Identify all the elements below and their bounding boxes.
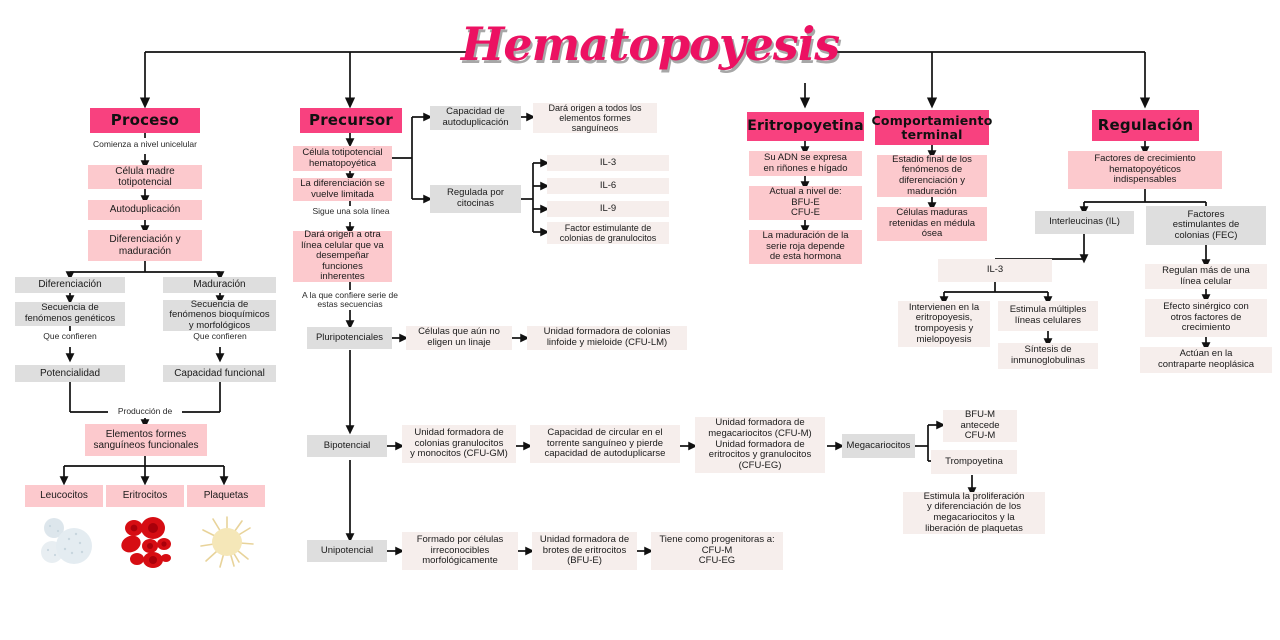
node-celulas-irreconocibles[interactable]: Formado por células irreconocibles morfo…	[402, 532, 518, 570]
node-interleucinas[interactable]: Interleucinas (IL)	[1035, 211, 1134, 234]
node-il3-regulacion[interactable]: Factores estimulantes de colonias (FEC)	[1146, 206, 1266, 245]
node-il9[interactable]: IL-9	[547, 201, 669, 217]
node-megacariocitos[interactable]: Megacariocitos	[842, 434, 915, 458]
node-pluripotenciales[interactable]: Pluripotenciales	[307, 327, 392, 349]
node-bipotencial[interactable]: Bipotencial	[307, 435, 387, 457]
edge-label-sigue-una-sola-linea: Sigue una sola línea	[296, 206, 406, 218]
node-maduracion[interactable]: Maduración	[163, 277, 276, 293]
node-unipotencial[interactable]: Unipotencial	[307, 540, 387, 562]
node-estimula-proliferacion[interactable]: Estimula la proliferación y diferenciaci…	[903, 491, 1045, 534]
node-maduracion-serie-roja[interactable]: La maduración de la serie roja depende d…	[749, 230, 862, 264]
node-diferenciacion-maduracion[interactable]: Diferenciación y maduración	[88, 230, 202, 261]
node-secuencia-bioquimicos[interactable]: Secuencia de fenómenos bioquímicos y mor…	[163, 299, 276, 331]
node-il3[interactable]: IL-3	[547, 155, 669, 171]
node-eritrocitos[interactable]: Eritrocitos	[106, 485, 184, 507]
node-capacidad-autoduplicacion[interactable]: Capacidad de autoduplicación	[430, 106, 521, 130]
node-cfu-lm[interactable]: Unidad formadora de colonias linfoide y …	[527, 326, 687, 350]
node-factor-estimulante-granulocitos[interactable]: Factor estimulante de colonias de granul…	[547, 222, 669, 244]
node-celulas-maduras-medula[interactable]: Células maduras retenidas en médula ósea	[877, 207, 987, 241]
node-bfu-m-antecede[interactable]: BFU-M antecede CFU-M	[943, 409, 1017, 442]
node-celula-madre[interactable]: Célula madre totipotencial	[88, 165, 202, 189]
node-cfu-gm[interactable]: Unidad formadora de colonias granulocito…	[402, 425, 516, 463]
node-dara-origen-otra-linea[interactable]: Dará origen a otra línea celular que va …	[293, 229, 392, 282]
edge-label-comienza: Comienza a nivel unicelular	[75, 138, 215, 152]
node-sintesis-inmunoglobulinas[interactable]: Síntesis de inmunoglobulinas	[998, 343, 1098, 369]
node-estimula-multiples-lineas[interactable]: Estimula múltiples líneas celulares	[998, 301, 1098, 331]
leukocyte-cluster-image	[41, 518, 92, 564]
node-potencialidad[interactable]: Potencialidad	[15, 365, 125, 382]
node-cfu-m-cfu-eg[interactable]: Unidad formadora de megacariocitos (CFU-…	[695, 417, 825, 473]
node-plaquetas[interactable]: Plaquetas	[187, 485, 265, 507]
node-bfu-e[interactable]: Unidad formadora de brotes de eritrocito…	[532, 532, 637, 570]
edge-label-a-la-que-confiere: A la que confiere serie de estas secuenc…	[287, 290, 413, 310]
node-regulan-mas-de-una-linea[interactable]: Regulan más de una línea celular	[1145, 264, 1267, 289]
node-capacidad-circular[interactable]: Capacidad de circular en el torrente san…	[530, 425, 680, 463]
node-leucocitos[interactable]: Leucocitos	[25, 485, 103, 507]
node-trompoyetina[interactable]: Trompoyetina	[931, 450, 1017, 474]
edge-label-que-confieren-right: Que confieren	[180, 331, 260, 343]
header-eritropoyetina[interactable]: Eritropoyetina	[747, 112, 864, 141]
node-estadio-final[interactable]: Estadio final de los fenómenos de difere…	[877, 154, 987, 197]
header-precursor[interactable]: Precursor	[300, 108, 402, 133]
node-il3-sub[interactable]: IL-3	[938, 259, 1052, 282]
node-regulada-por-citocinas[interactable]: Regulada por citocinas	[430, 185, 521, 213]
node-capacidad-funcional[interactable]: Capacidad funcional	[163, 365, 276, 382]
header-comportamiento-terminal[interactable]: Comportamiento terminal	[872, 110, 992, 145]
page-title: Hematopoyesis	[461, 5, 840, 83]
node-secuencia-geneticos[interactable]: Secuencia de fenómenos genéticos	[15, 302, 125, 326]
node-elementos-formes[interactable]: Elementos formes sanguíneos funcionales	[85, 424, 207, 456]
node-celulas-sin-linaje[interactable]: Células que aún no eligen un linaje	[406, 326, 512, 350]
node-dara-origen-todos-elementos[interactable]: Dará origen a todos los elementos formes…	[533, 103, 657, 133]
node-actual-a-nivel-de[interactable]: Actual a nivel de: BFU-E CFU-E	[749, 186, 862, 220]
platelet-image	[200, 516, 254, 568]
node-contraparte-neoplasica[interactable]: Actúan en la contraparte neoplásica	[1140, 347, 1272, 373]
edge-label-produccion: Producción de	[108, 405, 182, 418]
header-proceso[interactable]: Proceso	[90, 108, 200, 133]
node-efecto-sinergico[interactable]: Efecto sinérgico con otros factores de c…	[1145, 299, 1267, 337]
node-celula-totipotencial-hematopoyetica[interactable]: Célula totipotencial hematopoyética	[293, 146, 392, 171]
edge-label-que-confieren-left: Que confieren	[30, 331, 110, 343]
node-il6[interactable]: IL-6	[547, 178, 669, 194]
node-autoduplicacion[interactable]: Autoduplicación	[88, 200, 202, 220]
node-diferenciacion[interactable]: Diferenciación	[15, 277, 125, 293]
header-regulacion[interactable]: Regulación	[1092, 110, 1199, 141]
node-diferenciacion-limitada[interactable]: La diferenciación se vuelve limitada	[293, 178, 392, 201]
node-factores-crecimiento[interactable]: Factores de crecimiento hematopoyéticos …	[1068, 151, 1222, 189]
erythrocyte-cluster-image	[121, 517, 171, 568]
node-adn-riñones-higado[interactable]: Su ADN se expresa en riñones e hígado	[749, 151, 862, 176]
node-tiene-progenitoras[interactable]: Tiene como progenitoras a: CFU-M CFU-EG	[651, 532, 783, 570]
node-intervienen-eritropoyesis[interactable]: Intervienen en la eritropoyesis, trompoy…	[898, 301, 990, 347]
